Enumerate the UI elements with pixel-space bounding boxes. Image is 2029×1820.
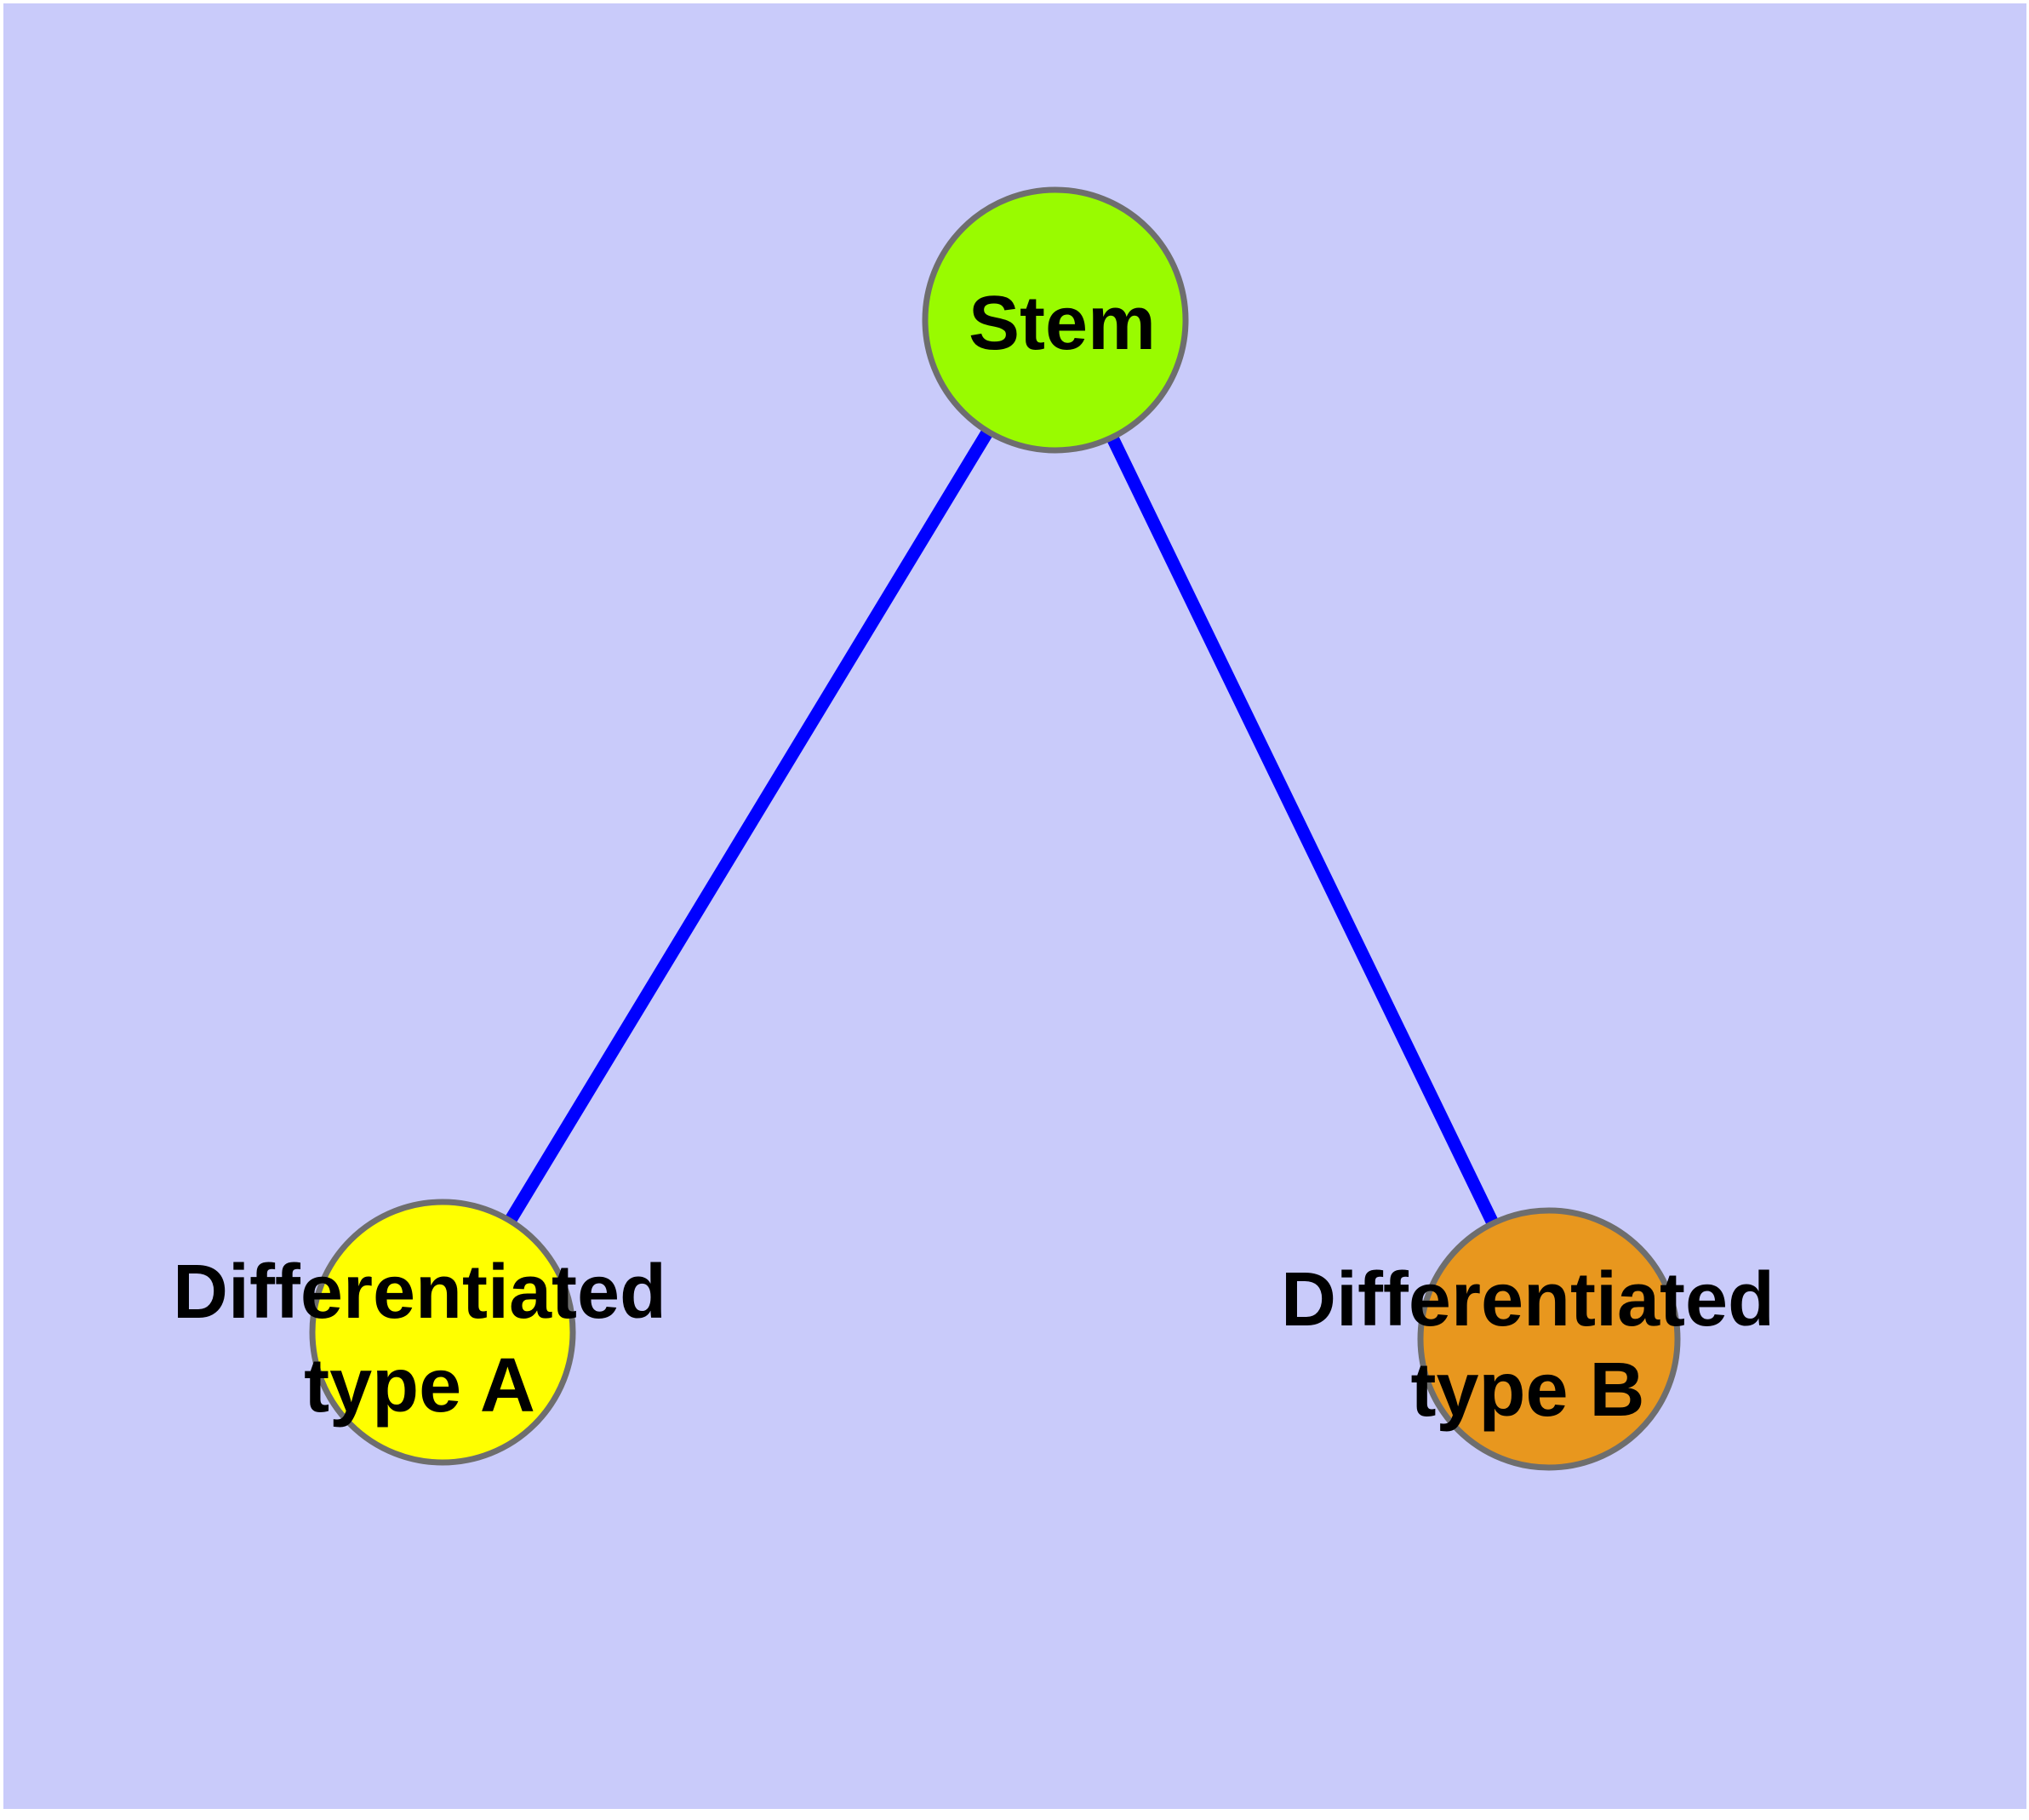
edge-stem-to-type-a: [437, 317, 1061, 1336]
node-type-b-label-line2: type B: [1410, 1348, 1644, 1433]
node-type-a-circle: [309, 1199, 576, 1466]
node-stem-label: Stem: [969, 281, 1156, 366]
node-type-b-circle: [1417, 1207, 1681, 1471]
edge-stem-to-type-b: [1049, 317, 1555, 1342]
node-type-a-label-line2: type A: [304, 1343, 535, 1428]
node-type-a-label-line1: Differentiated: [173, 1250, 666, 1335]
node-stem-circle: [922, 186, 1189, 454]
node-type-b-label-line1: Differentiated: [1281, 1257, 1775, 1342]
